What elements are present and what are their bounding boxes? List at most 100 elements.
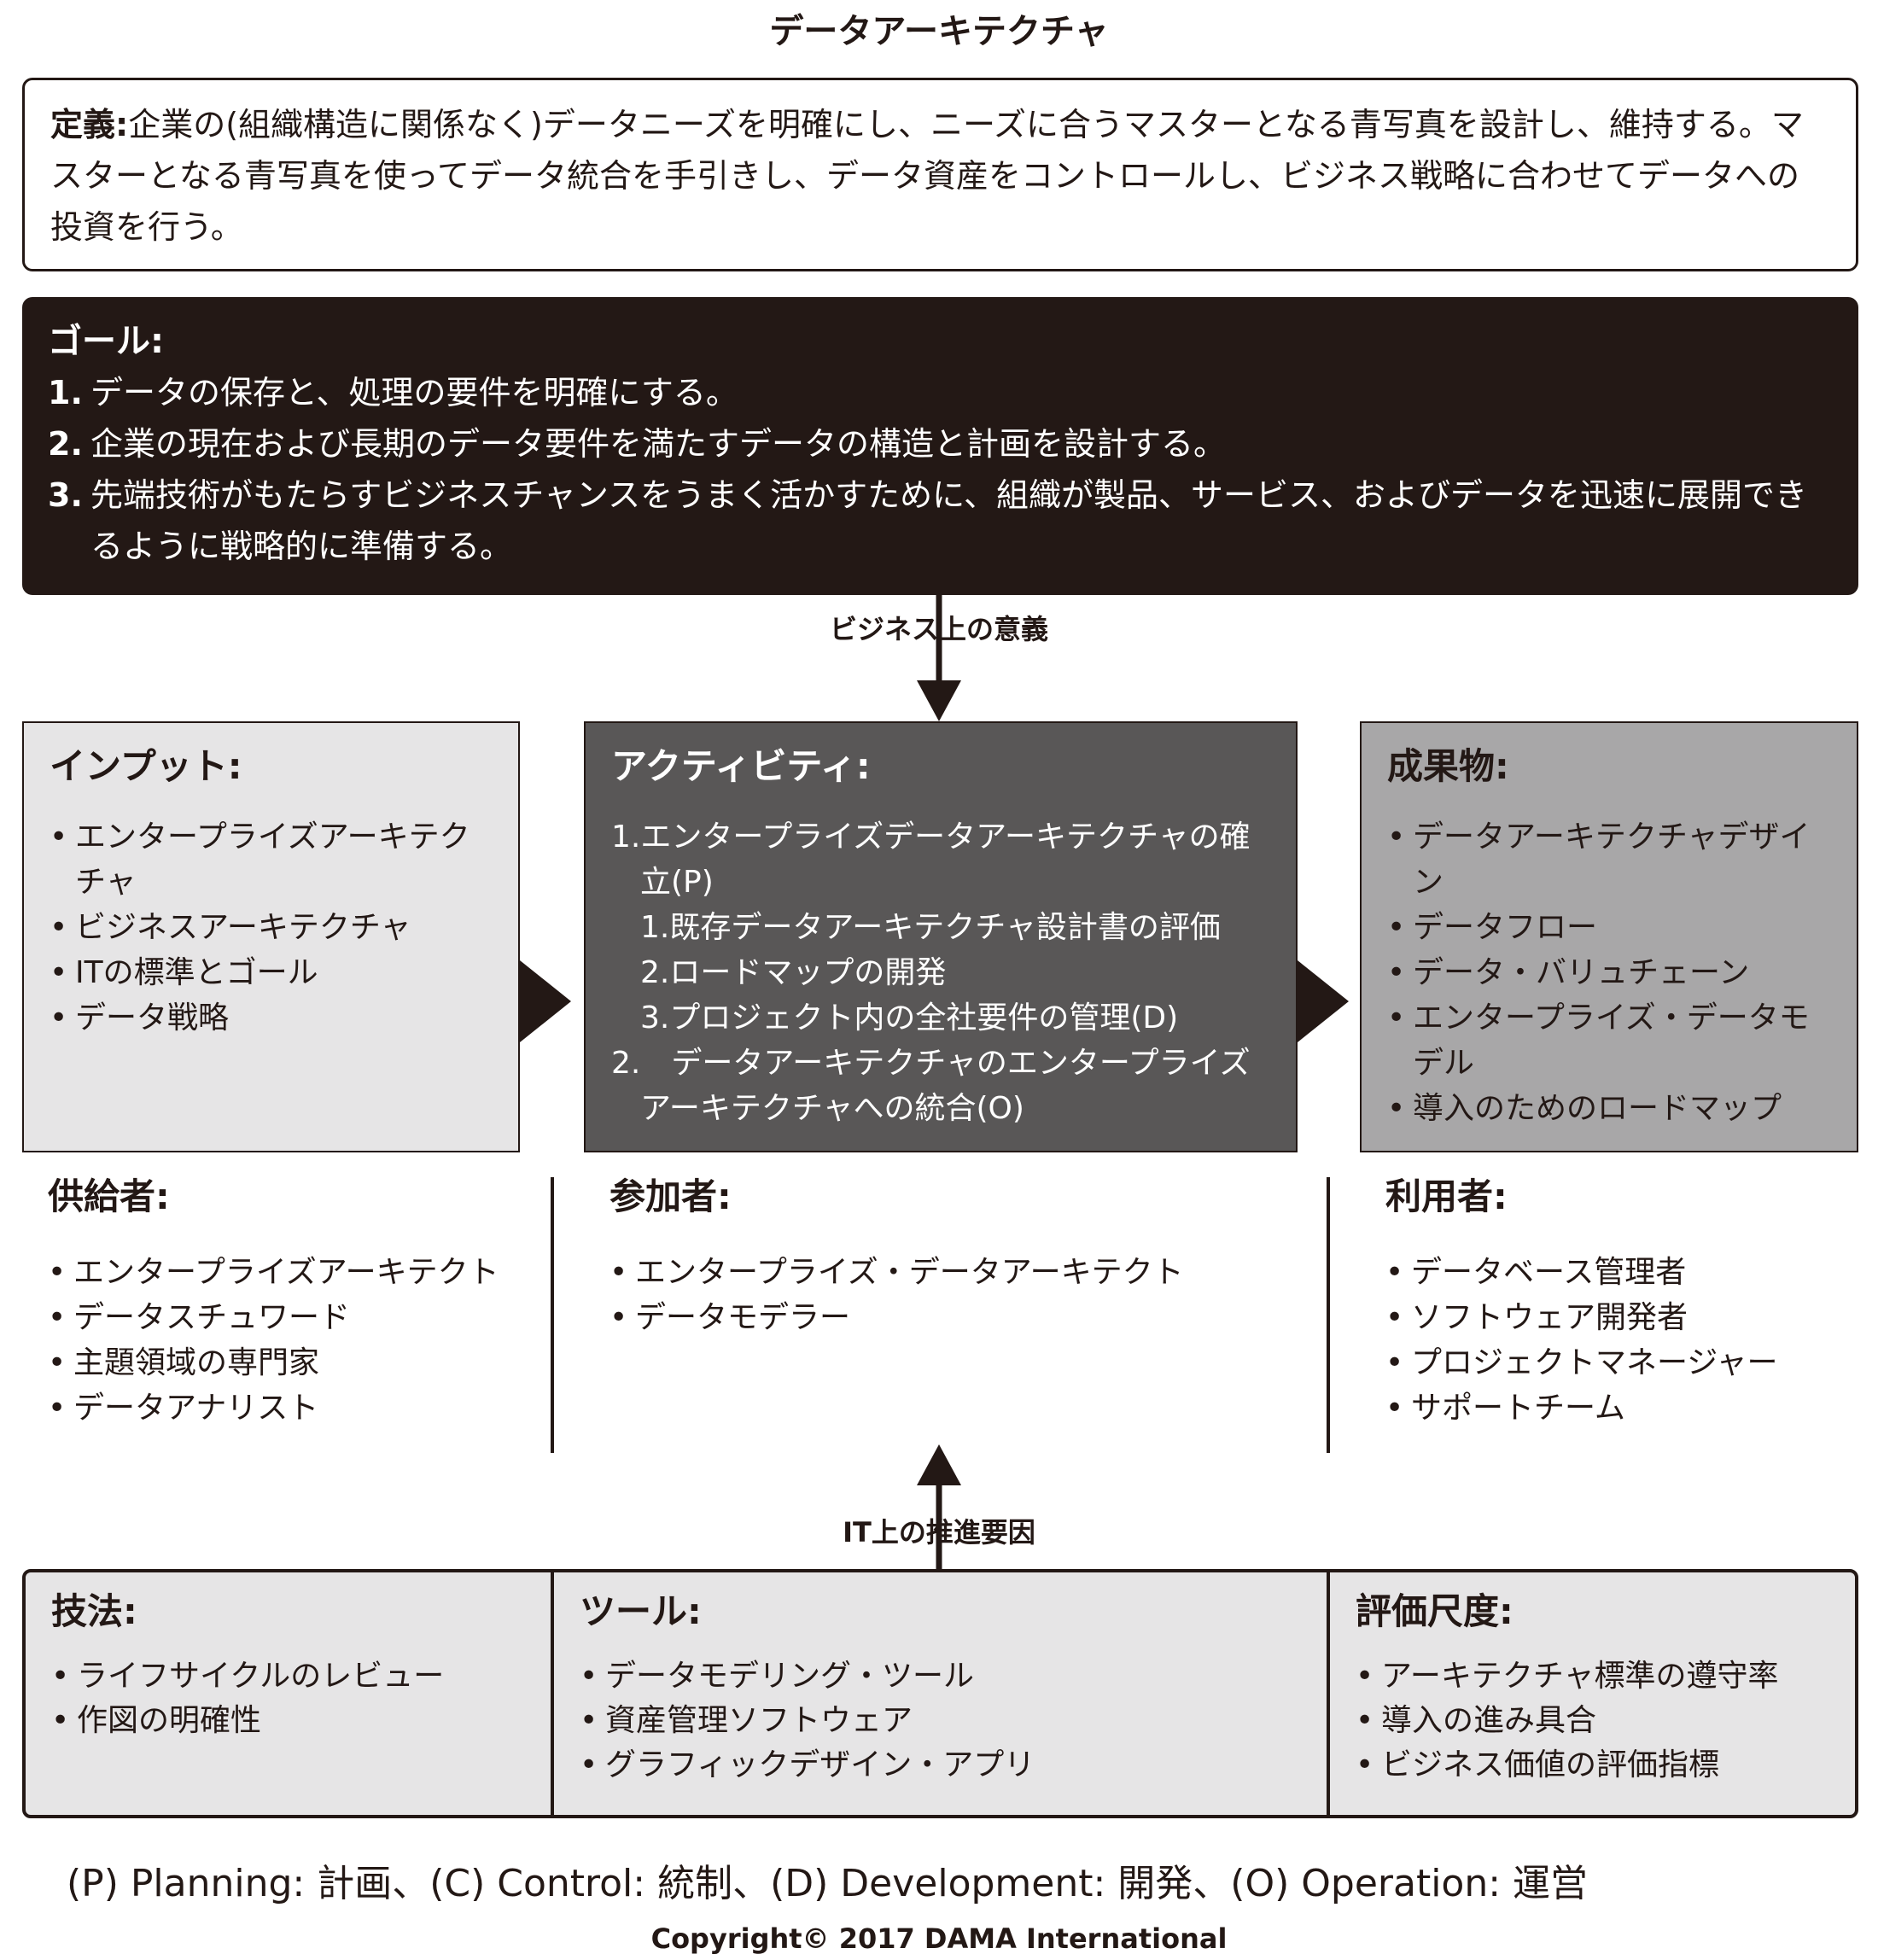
deliverables-label: 成果物: <box>1387 745 1509 787</box>
goal-text: データの保存と、処理の要件を明確にする。 <box>90 374 738 411</box>
arrow-up-icon <box>917 1444 961 1571</box>
consumers-list: •データベース管理者•ソフトウェア開発者•プロジェクトマネージャー•サポートチー… <box>1385 1250 1863 1431</box>
bullet-icon: • <box>51 1703 70 1738</box>
metrics-list: •アーキテクチャ標準の遵守率•導入の進み具合 •ビジネス価値の評価指標 <box>1356 1654 1829 1788</box>
divider <box>1327 1177 1330 1453</box>
list-item: •サポートチーム <box>1385 1385 1863 1431</box>
goal-text: 先端技術がもたらすビジネスチャンスをうまく活かすために、組織が製品、サービス、お… <box>90 476 1807 565</box>
list-item: •エンタープライズアーキテクト <box>48 1250 543 1295</box>
list-item: •データスチュワード <box>48 1295 543 1340</box>
list-item-text: 作図の明確性 <box>77 1703 262 1738</box>
activity-subitem: 3.プロジェクト内の全社要件の管理(D) <box>640 1000 1179 1035</box>
bullet-icon: • <box>51 1659 70 1694</box>
bullet-icon: • <box>609 1255 628 1290</box>
bullet-icon: • <box>1385 1300 1404 1335</box>
list-item-text: データ戦略 <box>75 1000 230 1035</box>
bullet-icon: • <box>580 1747 598 1782</box>
list-item: •データアーキテクチャデザイン <box>1387 814 1831 905</box>
participants-label: 参加者: <box>609 1175 732 1217</box>
techniques-list: •ライフサイクルのレビュー•作図の明確性 <box>51 1654 525 1743</box>
list-item: •エンタープライズ・データモデル <box>1387 995 1831 1086</box>
bullet-icon: • <box>48 1391 67 1426</box>
tools-label: ツール: <box>580 1590 702 1632</box>
list-item: •導入のためのロードマップ <box>1387 1086 1831 1131</box>
list-item: •データベース管理者 <box>1385 1250 1863 1295</box>
goal-item: 1.データの保存と、処理の要件を明確にする。 <box>48 367 1833 418</box>
bullet-icon: • <box>48 1300 67 1335</box>
list-item-text: エンタープライズアーキテクチャ <box>75 820 470 900</box>
goal-text: 企業の現在および長期のデータ要件を満たすデータの構造と計画を設計する。 <box>90 425 1227 463</box>
list-item: •エンタープライズ・データアーキテクト <box>609 1250 1309 1295</box>
goal-num: 3. <box>48 476 83 514</box>
definition-text: 企業の(組織構造に関係なく)データニーズを明確にし、ニーズに合うマスターとなる青… <box>50 106 1804 246</box>
definition-box: 定義:企業の(組織構造に関係なく)データニーズを明確にし、ニーズに合うマスターと… <box>22 78 1858 271</box>
list-item-text: データアナリスト <box>73 1391 319 1426</box>
bullet-icon: • <box>1387 820 1406 855</box>
list-item: •ビジネスアーキテクチャ <box>50 905 493 950</box>
list-item-text: データモデリング・ツール <box>605 1659 975 1694</box>
bullet-icon: • <box>50 910 68 945</box>
list-item-text: エンタープライズ・データアーキテクト <box>635 1255 1184 1290</box>
inputs-label: インプット: <box>50 745 242 787</box>
list-item: •エンタープライズアーキテクチャ <box>50 814 493 905</box>
bullet-icon: • <box>50 820 68 855</box>
bullet-icon: • <box>1356 1703 1374 1738</box>
metrics-label: 評価尺度: <box>1356 1590 1513 1632</box>
consumers-label: 利用者: <box>1385 1175 1508 1217</box>
list-item-text: データ・バリュチェーン <box>1413 955 1750 990</box>
inputs-list: •エンタープライズアーキテクチャ•ビジネスアーキテクチャ•ITの標準とゴール•デ… <box>50 814 493 1041</box>
activities-box: アクティビティ: 1.エンタープライズデータアーキテクチャの確立(P) 1.既存… <box>584 721 1298 1152</box>
list-item-text: データスチュワード <box>73 1300 351 1335</box>
list-item-text: プロジェクトマネージャー <box>1411 1345 1778 1380</box>
divider <box>551 1177 554 1453</box>
deliverables-list: •データアーキテクチャデザイン•データフロー•データ・バリュチェーン•エンタープ… <box>1387 814 1831 1131</box>
suppliers-label: 供給者: <box>48 1175 170 1217</box>
techniques-section: 技法: •ライフサイクルのレビュー•作図の明確性 <box>26 1572 554 1815</box>
bullet-icon: • <box>50 955 68 990</box>
list-item: •データアナリスト <box>48 1385 543 1431</box>
list-item-text: データベース管理者 <box>1411 1255 1687 1290</box>
list-item-text: グラフィックデザイン・アプリ <box>605 1747 1035 1782</box>
legend: (P) Planning: 計画、(C) Control: 統制、(D) Dev… <box>67 1862 1589 1905</box>
goal-num: 1. <box>48 374 83 411</box>
list-item-text: 導入のためのロードマップ <box>1413 1091 1782 1126</box>
list-item-text: 資産管理ソフトウェア <box>605 1703 913 1738</box>
arrow-down-icon <box>917 595 961 721</box>
list-item: •プロジェクトマネージャー <box>1385 1340 1863 1385</box>
list-item: •データフロー <box>1387 905 1831 950</box>
list-item: •データモデラー <box>609 1295 1309 1340</box>
tools-techniques-box: 技法: •ライフサイクルのレビュー•作図の明確性 ツール: •データモデリング・… <box>22 1569 1858 1818</box>
list-item-text: データフロー <box>1413 910 1598 945</box>
bullet-icon: • <box>1385 1391 1404 1426</box>
diagram-title: データアーキテクチャ <box>769 12 1109 51</box>
bullet-icon: • <box>1356 1659 1374 1694</box>
bullet-icon: • <box>1387 1000 1406 1035</box>
list-item-text: ソフトウェア開発者 <box>1411 1300 1688 1335</box>
copyright: Copyright© 2017 DAMA International <box>650 1922 1228 1955</box>
list-item-text: サポートチーム <box>1411 1391 1625 1426</box>
bullet-icon: • <box>609 1300 628 1335</box>
list-item: •ビジネス価値の評価指標 <box>1356 1743 1829 1788</box>
bullet-icon: • <box>1385 1255 1404 1290</box>
list-item-text: ライフサイクルのレビュー <box>77 1659 445 1694</box>
bullet-icon: • <box>1385 1345 1404 1380</box>
it-driver-label: IT上の推進要因 <box>843 1516 1035 1549</box>
inputs-box: インプット: •エンタープライズアーキテクチャ•ビジネスアーキテクチャ•ITの標… <box>22 721 520 1152</box>
business-driver-label: ビジネス上の意義 <box>829 613 1048 645</box>
list-item-text: 主題領域の専門家 <box>73 1345 320 1380</box>
bullet-icon: • <box>580 1659 598 1694</box>
activities-label: アクティビティ: <box>611 745 871 787</box>
list-item: •資産管理ソフトウェア <box>580 1699 1301 1743</box>
list-item-text: エンタープライズ・データモデル <box>1413 1000 1810 1081</box>
participants-list: •エンタープライズ・データアーキテクト•データモデラー <box>609 1250 1309 1340</box>
arrow-right-icon <box>520 960 571 1042</box>
bullet-icon: • <box>48 1345 67 1380</box>
activity-item: 2. データアーキテクチャのエンタープライズアーキテクチャへの統合(O) <box>611 1046 1251 1126</box>
activity-subitem: 2.ロードマップの開発 <box>640 955 947 990</box>
list-item-text: アーキテクチャ標準の遵守率 <box>1381 1659 1779 1694</box>
techniques-label: 技法: <box>51 1590 137 1632</box>
list-item-text: エンタープライズアーキテクト <box>73 1255 499 1290</box>
metrics-section: 評価尺度: •アーキテクチャ標準の遵守率•導入の進み具合 •ビジネス価値の評価指標 <box>1330 1572 1855 1815</box>
list-item: •ライフサイクルのレビュー <box>51 1654 525 1699</box>
list-item-text: 導入の進み具合 <box>1381 1703 1597 1738</box>
